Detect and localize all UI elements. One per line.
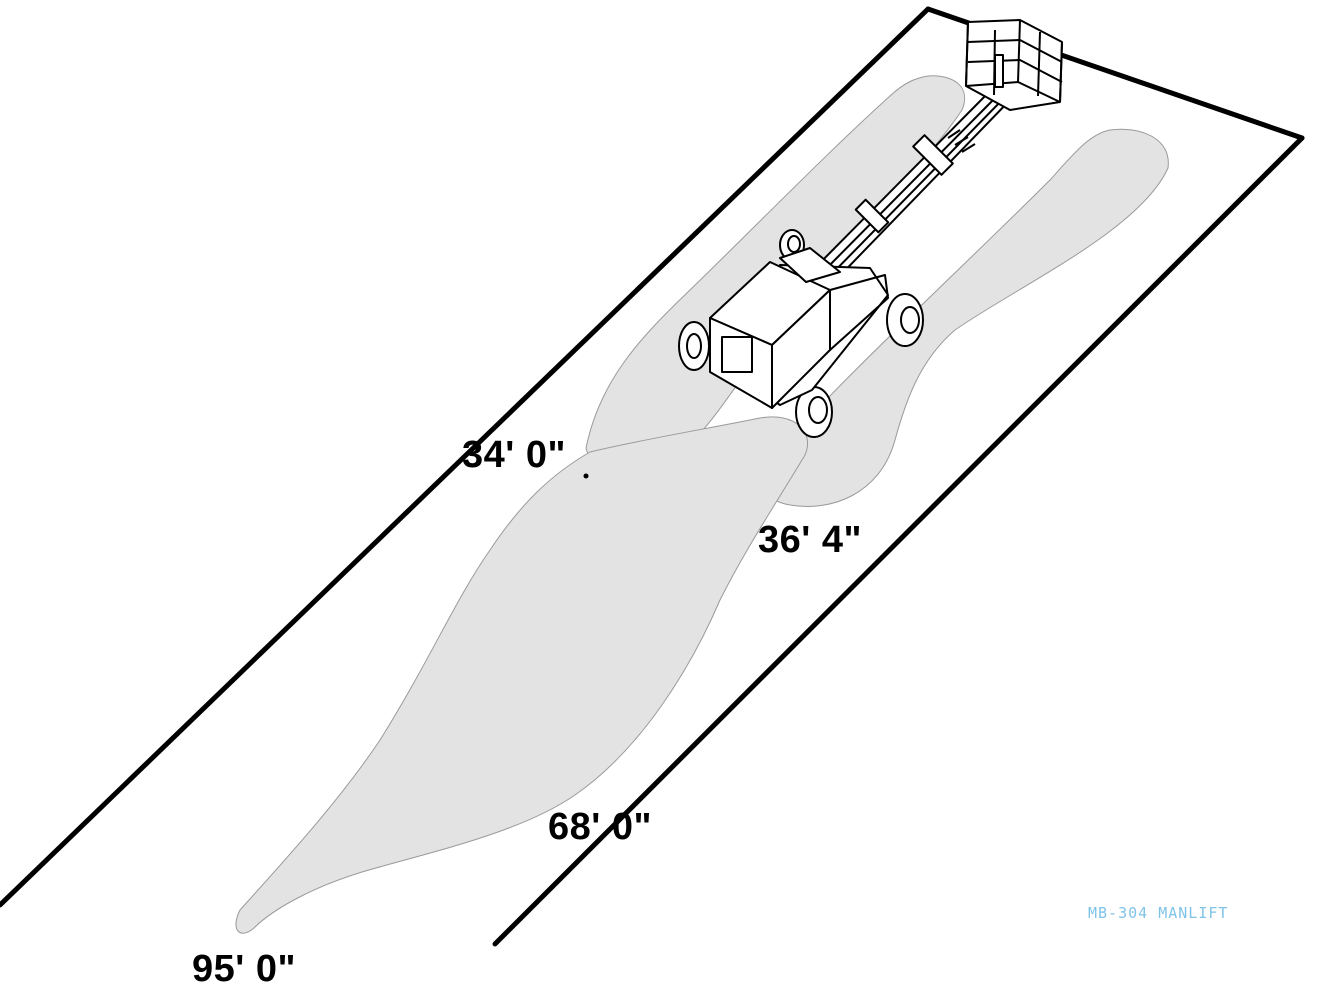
left-boundary-line <box>0 6 931 908</box>
inner-zone <box>764 128 1169 507</box>
boom <box>807 87 1013 287</box>
manlift-illustration <box>678 19 1063 438</box>
dimension-label-95ft: 95' 0" <box>192 948 297 990</box>
platform-basket <box>965 19 1063 111</box>
dimension-label-34ft: 34' 0" <box>462 434 567 476</box>
dimension-label-36ft-4in: 36' 4" <box>758 519 863 561</box>
right-boundary-line <box>492 135 1305 947</box>
sweep-zone <box>235 416 809 934</box>
dimension-label-68ft: 68' 0" <box>548 806 653 848</box>
coverage-zones <box>235 75 1169 934</box>
wheels <box>678 229 924 438</box>
manlift-caption: MB-304 MANLIFT <box>1088 904 1229 922</box>
chassis <box>709 247 889 409</box>
